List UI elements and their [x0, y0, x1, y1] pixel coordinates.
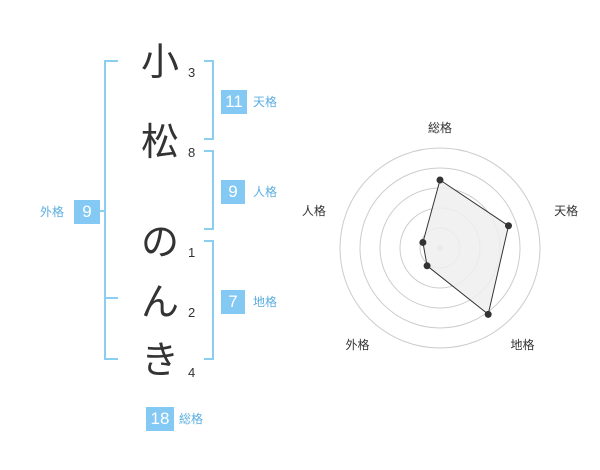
tenkaku-value: 11 — [221, 90, 247, 114]
gaikaku-bracket-divider — [104, 297, 118, 299]
radar-axis-label-1: 総格 — [428, 120, 452, 135]
name-char-4: ん — [140, 280, 179, 324]
jinkaku-label: 人格 — [253, 185, 278, 199]
radar-point-2 — [504, 222, 512, 230]
name-char-5: き — [140, 338, 179, 382]
radar-point-1 — [436, 176, 444, 184]
radar-axis-label-4: 外格 — [345, 337, 369, 352]
radar-point-3 — [484, 310, 492, 318]
radar-point-5 — [419, 238, 427, 246]
radar-grid-ring-4 — [359, 167, 521, 329]
stroke-count-1: 3 — [188, 65, 196, 80]
stroke-count-3: 1 — [188, 245, 196, 260]
jinkaku-value: 9 — [221, 180, 245, 204]
tenkaku-label: 天格 — [253, 95, 278, 109]
soukaku-value: 18 — [146, 407, 174, 431]
name-char-2: 松 — [140, 120, 179, 164]
jinkaku-bracket — [204, 150, 214, 230]
name-char-3: の — [140, 220, 179, 264]
radar-axis-label-2: 天格 — [554, 203, 578, 218]
name-char-1: 小 — [140, 40, 179, 84]
soukaku-label: 総格 — [179, 412, 204, 426]
radar-data-polygon — [422, 179, 510, 316]
stroke-count-2: 8 — [188, 145, 196, 160]
gaikaku-value: 9 — [74, 200, 100, 224]
radar-axis-label-3: 地格 — [511, 337, 535, 352]
chikaku-bracket — [204, 240, 214, 360]
gaikaku-connector — [100, 210, 106, 212]
radar-axis-label-5: 人格 — [302, 203, 326, 218]
stroke-count-4: 2 — [188, 305, 196, 320]
chikaku-label: 地格 — [253, 295, 278, 309]
radar-grid-ring-5 — [339, 147, 541, 349]
gaikaku-label: 外格 — [40, 205, 65, 219]
radar-point-4 — [423, 262, 431, 270]
tenkaku-bracket — [204, 60, 214, 140]
stroke-count-5: 4 — [188, 365, 196, 380]
chikaku-value: 7 — [221, 290, 245, 314]
